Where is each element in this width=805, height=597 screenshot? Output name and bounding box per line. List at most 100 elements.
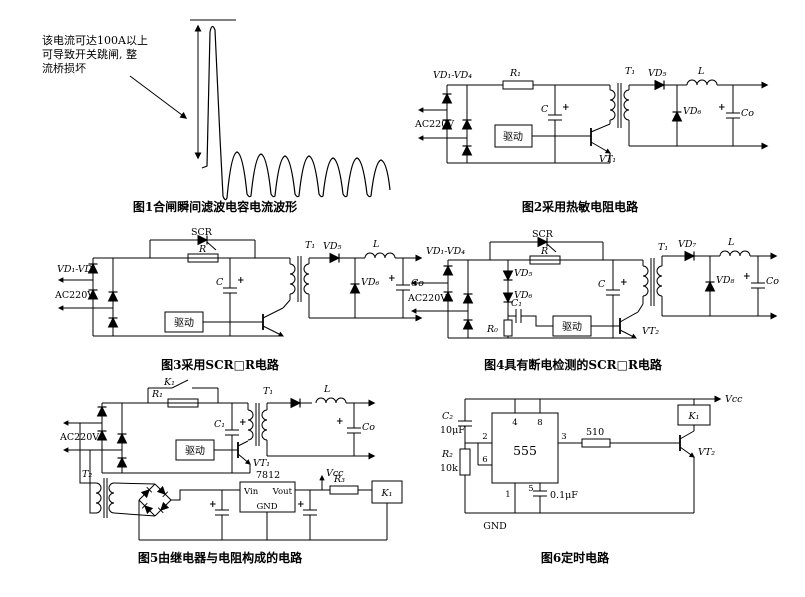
fig5-vt1-label: VT₁	[253, 458, 270, 469]
fig5-caption: 图5由继电器与电阻构成的电路	[137, 551, 303, 565]
fig2-vd5-label: VD₅	[648, 68, 666, 79]
fig4-r-label: R	[540, 246, 548, 257]
fig5-regulator-output-cap: +	[297, 490, 317, 540]
fig4-co-plus: +	[743, 272, 751, 282]
fig5-canvas: AC220V K₁ R₁ C₁ +	[59, 377, 403, 541]
fig3-drive-box: 驱动	[164, 311, 263, 333]
fig5-r3-label: R₃	[333, 474, 345, 485]
fig6-pin8: 8	[537, 418, 542, 428]
fig2-drive-box: 驱动	[494, 124, 591, 148]
fig4-bridge-rectifier: VD₁-VD₄	[426, 246, 474, 339]
fig6-cap-value: 0.1μF	[550, 490, 578, 501]
fig5-l-label: L	[323, 384, 330, 395]
figure3-scr-r-circuit: AC220V VD₁-VD₄ SCR R C +	[54, 227, 425, 356]
fig1-annotation-line1: 该电流可达100A以上	[42, 33, 148, 47]
fig6-transistor-vt2: VT₂	[679, 430, 715, 513]
fig3-r-label: R	[198, 244, 206, 255]
fig4-scr-r-block: SCR R	[468, 229, 643, 265]
fig5-k1-switch-label: K₁	[163, 377, 175, 388]
fig3-output-stage: VD₅ VD₆ L + Co	[308, 239, 424, 322]
fig1-annotation-line2: 可导致开关跳闸, 整	[42, 47, 137, 61]
fig6-vt2-label: VT₂	[698, 447, 715, 458]
fig4-r0-label: R₀	[486, 324, 498, 335]
fig4-bridge-label: VD₁-VD₄	[426, 246, 465, 257]
fig6-c2-label: C₂	[442, 411, 453, 422]
annotation-arrow	[129, 75, 188, 119]
fig2-drive-label: 驱动	[503, 131, 523, 143]
fig3-bridge-rectifier: VD₁-VD₄	[57, 257, 119, 337]
fig5-drive-box: 驱动	[175, 439, 238, 461]
fig2-transistor-vt1: VT₁	[590, 120, 616, 165]
fig5-cap-in-plus: +	[209, 500, 217, 510]
fig6-pin6: 6	[482, 455, 487, 465]
fig5-co-label: Co	[362, 422, 375, 433]
fig5-r1-label: R₁	[151, 389, 163, 400]
fig5-gnd-label: GND	[256, 502, 277, 512]
fig2-vt1-label: VT₁	[599, 154, 616, 165]
fig5-vcc-label: Vcc	[326, 468, 344, 479]
fig3-scr-r-block: SCR R	[113, 227, 290, 263]
fig5-k1-r1-block: K₁ R₁	[122, 377, 248, 408]
fig2-ac-input: AC220V	[414, 107, 467, 141]
fig5-t1-label: T₁	[263, 386, 273, 397]
fig6-pin4: 4	[512, 418, 517, 428]
fig2-vd6-label: VD₆	[683, 106, 701, 117]
fig4-vd5-label: VD₅	[514, 268, 532, 279]
fig5-output-stage: L + Co	[266, 384, 376, 460]
fig6-gnd-label: GND	[483, 521, 507, 532]
fig2-transformer-t1: T₁	[609, 66, 635, 128]
fig4-c-plus: +	[620, 278, 628, 288]
fig2-ac-label: AC220V	[414, 119, 454, 130]
fig3-vd5-label: VD₅	[323, 241, 341, 252]
fig2-c-label: C	[541, 104, 549, 115]
fig5-transformer-t2: T₂	[79, 423, 115, 518]
fig6-pin5: 5	[528, 484, 533, 494]
fig5-transformer-t1: T₁	[247, 386, 273, 446]
fig2-bridge-label: VD₁-VD₄	[433, 70, 472, 81]
fig1-dimension	[190, 19, 236, 160]
fig4-drive-box: 驱动	[552, 315, 620, 337]
fig3-ac-label: AC220V	[54, 290, 94, 301]
fig3-t1-label: T₁	[305, 240, 315, 251]
fig6-ground: GND	[465, 512, 694, 532]
fig3-canvas: AC220V VD₁-VD₄ SCR R C +	[54, 227, 424, 337]
fig6-vcc-label: Vcc	[725, 394, 743, 405]
fig6-pin3: 3	[561, 432, 566, 442]
fig3-c-plus: +	[237, 276, 245, 286]
fig5-regulator-7812: 7812 Vin Vout GND	[239, 470, 296, 540]
fig3-co-plus: +	[388, 274, 396, 284]
fig2-co-label: Co	[741, 108, 754, 119]
fig6-output-resistor-510: 510	[581, 427, 680, 448]
fig1-canvas: 该电流可达100A以上 可导致开关跳闸, 整 流桥损坏	[42, 19, 391, 201]
fig6-pin2: 2	[482, 432, 487, 442]
fig5-switch-blade	[171, 379, 189, 389]
fig5-cap-out-plus: +	[297, 500, 305, 510]
fig6-r2-label: R₂	[441, 449, 453, 460]
fig3-transistor-vt1	[262, 294, 291, 337]
fig6-r2-value: 10k	[440, 463, 458, 474]
fig3-ac-input: AC220V	[54, 277, 113, 311]
fig2-t1-label: T₁	[625, 66, 635, 77]
fig4-ac-input: AC220V	[407, 280, 468, 314]
fig2-l-label: L	[697, 66, 704, 77]
fig2-co-plus: +	[718, 103, 726, 113]
fig4-t1-label: T₁	[658, 242, 668, 253]
fig5-vcc-and-relay: Vcc R₃ K₁	[295, 468, 403, 540]
fig6-c2-value: 10μF	[440, 425, 465, 436]
fig3-filter-capacitor: C +	[216, 258, 245, 336]
fig4-scr-label: SCR	[532, 229, 554, 240]
fig1-annotation-line3: 流桥损坏	[42, 61, 86, 75]
fig3-bridge-label: VD₁-VD₄	[57, 264, 96, 275]
fig2-thermistor-r1: R₁	[467, 68, 610, 90]
fig4-l-label: L	[727, 237, 734, 248]
fig5-ac-label: AC220V	[59, 432, 99, 443]
figure6-timer-circuit: Vcc C₂ 10μF R₂ 10k 555 4 8 2 6 1	[440, 385, 770, 545]
fig4-transistor-vt2: VT₂	[619, 296, 659, 339]
fig1-caption: 图1合闸瞬间滤波电容电流波形	[132, 200, 298, 214]
fig6-caption: 图6定时电路	[540, 551, 610, 565]
f5-diode-bridge-diamond	[113, 482, 240, 540]
fig4-detection-branch: VD₅ VD₆ C₁ R₀	[486, 260, 553, 338]
fig4-caption: 图4具有断电检测的SCR□R电路	[484, 358, 662, 372]
fig4-vt2-label: VT₂	[642, 326, 659, 337]
